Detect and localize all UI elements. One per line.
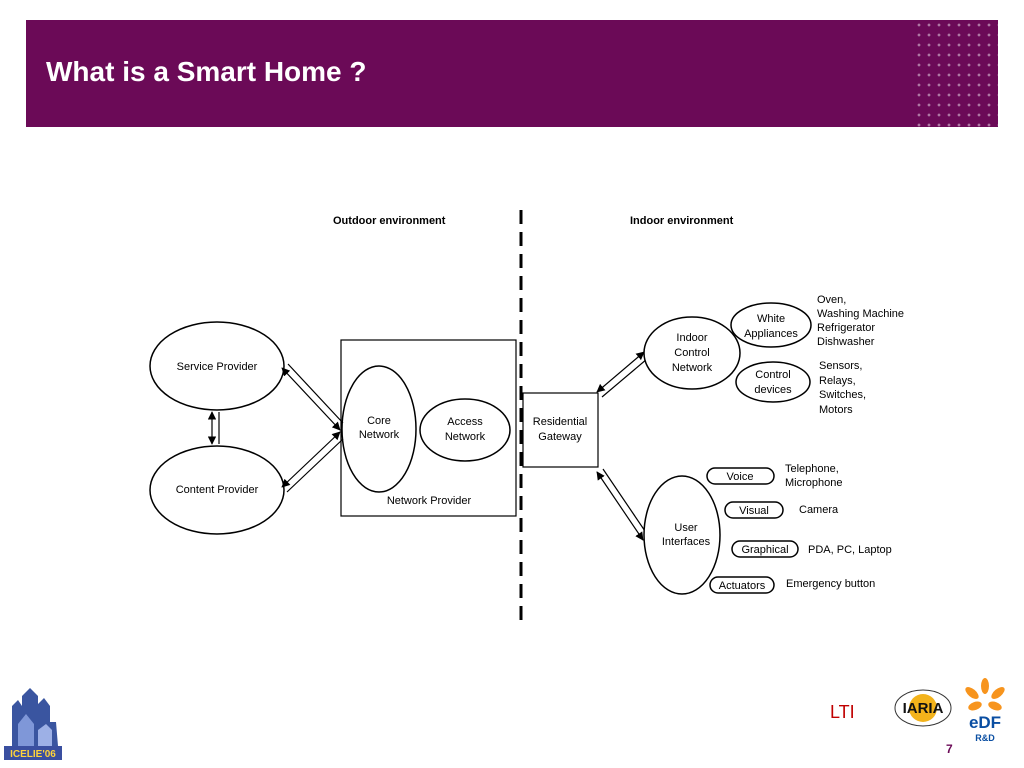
service-to-core-link [281, 363, 344, 431]
network-provider-label: Network Provider [387, 495, 472, 507]
svg-text:Switches,: Switches, [819, 389, 866, 401]
white-appliances-label-2: Appliances [744, 328, 798, 340]
iaria-logo: IARIA [894, 689, 952, 727]
actuators-items: Emergency button [786, 578, 875, 590]
control-devices-label-2: devices [754, 384, 792, 396]
user-interfaces-label-1: User [674, 522, 698, 534]
svg-text:Graphical: Graphical [741, 544, 788, 556]
indoor-control-label-2: Control [674, 347, 709, 359]
svg-text:Dishwasher: Dishwasher [817, 336, 875, 348]
content-to-core-link [281, 431, 344, 493]
content-provider-node: Content Provider [149, 445, 285, 535]
svg-text:Motors: Motors [819, 404, 853, 416]
residential-gateway-label-2: Gateway [538, 431, 582, 443]
user-interfaces-label-2: Interfaces [662, 536, 711, 548]
icelie-logo: ICELIE'06 [4, 684, 62, 760]
indoor-control-label-1: Indoor [676, 332, 708, 344]
indoor-environment-label: Indoor environment [630, 215, 734, 227]
access-network-label-1: Access [447, 416, 483, 428]
title-dot-pattern [914, 20, 998, 127]
core-network-node: Core Network [341, 365, 417, 493]
svg-text:Sensors,: Sensors, [819, 360, 862, 372]
gateway-to-control-link [596, 351, 648, 398]
title-bar [26, 20, 998, 127]
svg-text:Relays,: Relays, [819, 375, 856, 387]
svg-text:Refrigerator: Refrigerator [817, 322, 875, 334]
service-provider-node: Service Provider [149, 321, 285, 411]
service-provider-label: Service Provider [177, 361, 258, 373]
svg-text:Microphone: Microphone [785, 477, 842, 489]
actuators-node: Actuators [709, 576, 775, 594]
page-number: 7 [946, 742, 953, 756]
edf-logo-subtext: R&D [975, 733, 995, 743]
provider-link [207, 411, 220, 445]
core-network-label-1: Core [367, 415, 391, 427]
gateway-to-ui-link [596, 468, 648, 541]
residential-gateway-label-1: Residential [533, 416, 587, 428]
visual-node: Visual [724, 501, 784, 519]
edf-logo-text: eDF [969, 713, 1001, 732]
edf-logo: eDF R&D [965, 678, 1005, 743]
control-devices-label-1: Control [755, 369, 790, 381]
icelie-logo-text: ICELIE'06 [10, 749, 56, 760]
svg-text:Voice: Voice [727, 471, 754, 483]
user-interfaces-node: User Interfaces [643, 475, 721, 595]
footer-lti-text: LTI [830, 702, 855, 722]
outdoor-environment-label: Outdoor environment [333, 215, 446, 227]
white-appliances-node: White Appliances [730, 302, 812, 348]
content-provider-label: Content Provider [176, 484, 259, 496]
svg-text:Telephone,: Telephone, [785, 463, 839, 475]
graphical-items: PDA, PC, Laptop [808, 544, 892, 556]
voice-items: Telephone, Microphone [785, 463, 842, 489]
svg-text:Oven,: Oven, [817, 294, 846, 306]
indoor-control-network-node: Indoor Control Network [643, 316, 741, 390]
core-network-label-2: Network [359, 429, 400, 441]
visual-items: Camera [799, 504, 839, 516]
residential-gateway-box: Residential Gateway [522, 392, 599, 468]
white-appliances-label-1: White [757, 313, 785, 325]
voice-node: Voice [706, 467, 775, 485]
white-appliances-items: Oven, Washing Machine Refrigerator Dishw… [817, 294, 904, 348]
graphical-node: Graphical [731, 540, 799, 558]
control-devices-items: Sensors, Relays, Switches, Motors [819, 360, 866, 416]
iaria-logo-text: IARIA [903, 700, 944, 717]
svg-text:Actuators: Actuators [719, 580, 766, 592]
control-devices-node: Control devices [735, 361, 811, 403]
svg-text:Visual: Visual [739, 505, 769, 517]
svg-text:Washing Machine: Washing Machine [817, 308, 904, 320]
indoor-control-label-3: Network [672, 362, 713, 374]
access-network-label-2: Network [445, 431, 486, 443]
access-network-node: Access Network [419, 398, 511, 462]
slide-title: What is a Smart Home ? [46, 56, 367, 87]
